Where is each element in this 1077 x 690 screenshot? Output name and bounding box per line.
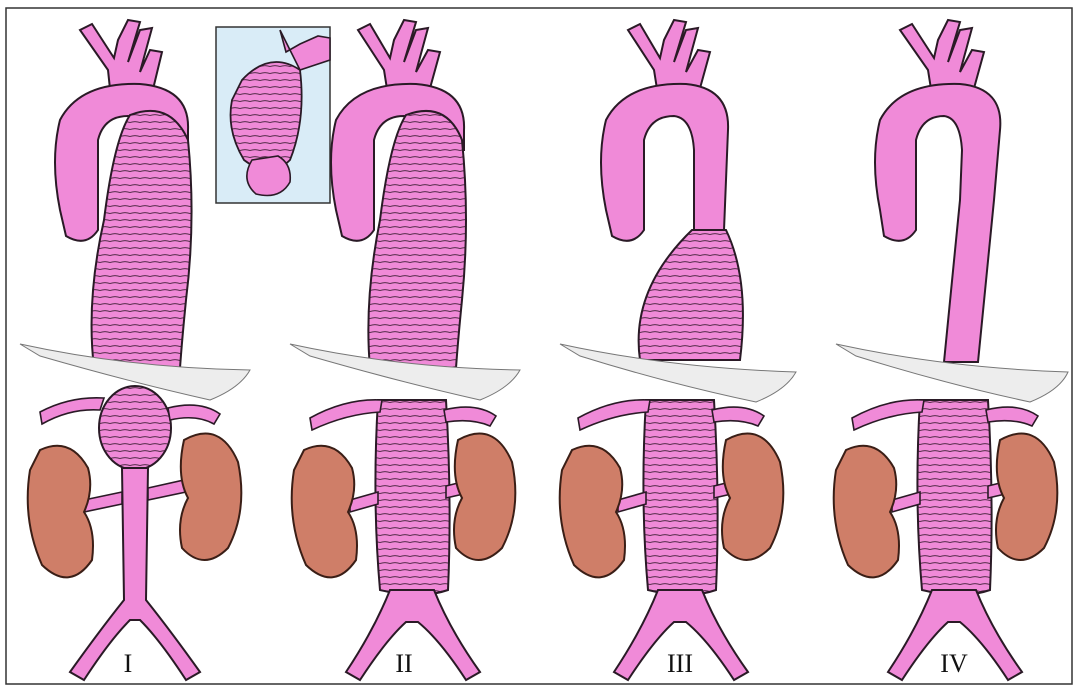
panel-4: IV — [834, 20, 1068, 680]
thoracoabdominal-aneurysm — [643, 400, 717, 595]
left-kidney — [292, 446, 357, 578]
thoracic-aneurysm — [92, 111, 192, 368]
panel-label: IV — [940, 649, 968, 678]
left-kidney — [28, 446, 93, 578]
left-kidney — [834, 446, 899, 578]
thoracic-aneurysm — [368, 111, 466, 368]
right-kidney — [180, 434, 241, 560]
right-kidney — [454, 434, 515, 560]
panel-label: III — [667, 649, 693, 678]
right-kidney — [722, 434, 783, 560]
thoracoabdominal-aneurysm — [375, 400, 449, 595]
abdominal-aneurysm — [917, 400, 991, 595]
panel-label: I — [124, 649, 133, 678]
panel-3: III — [560, 20, 796, 680]
right-kidney — [996, 434, 1057, 560]
aortic-arch — [601, 84, 728, 241]
panel-label: II — [395, 649, 412, 678]
normal-thoracic-aorta — [875, 84, 1000, 362]
visceral-segment-aneurysm — [99, 386, 171, 470]
distal-thoracic-aneurysm — [639, 230, 743, 360]
inset-detail — [216, 27, 330, 203]
left-kidney — [560, 446, 625, 578]
